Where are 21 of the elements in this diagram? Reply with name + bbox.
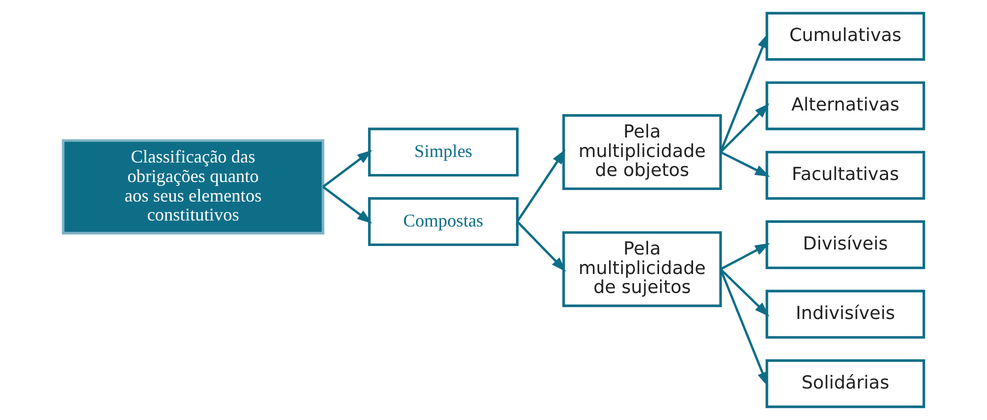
node-box: Facultativas: [766, 150, 926, 200]
arrow: [322, 186, 372, 224]
node-box: Simples: [368, 128, 519, 177]
node-box: Pela multiplicidade de sujeitos: [562, 231, 722, 308]
node-box: Compostas: [368, 197, 519, 246]
arrow: [720, 268, 768, 387]
node-box: Solidárias: [766, 359, 926, 408]
arrow: [720, 268, 770, 317]
arrow: [516, 149, 566, 222]
node-box: Indivisíveis: [766, 290, 926, 339]
node-box: Pela multiplicidade de objetos: [562, 114, 722, 190]
arrow: [720, 243, 770, 270]
arrow: [516, 220, 566, 272]
arrow: [720, 33, 768, 153]
arrow: [720, 103, 770, 153]
arrow: [720, 151, 770, 177]
node-box: Cumulativas: [766, 12, 926, 61]
node-box: Divisíveis: [766, 220, 926, 270]
node-box: Alternativas: [766, 81, 926, 130]
arrow: [322, 150, 372, 188]
node-box: Classificação das obrigações quanto aos seus elementos constitutivos: [62, 139, 324, 234]
